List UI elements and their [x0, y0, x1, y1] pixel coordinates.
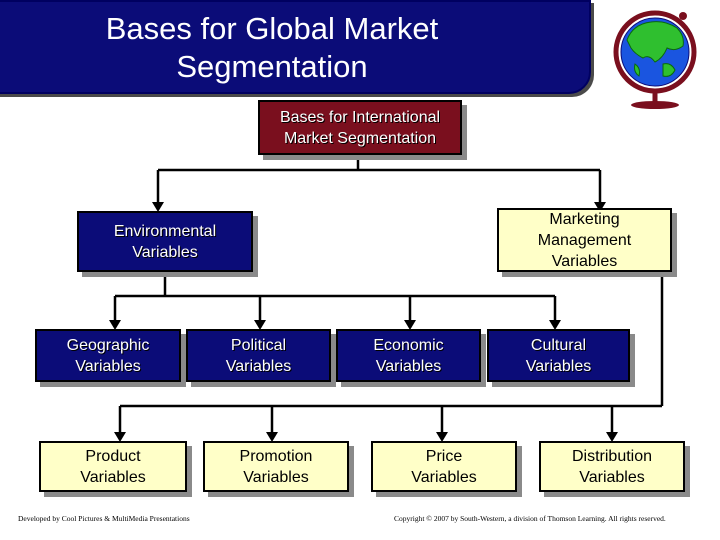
footer-credit: Developed by Cool Pictures & MultiMedia … [18, 514, 190, 523]
distribution-variables-node: Distribution Variables [539, 441, 685, 492]
geographic-variables-node: Geographic Variables [35, 329, 181, 382]
economic-variables-node: Economic Variables [336, 329, 481, 382]
promotion-variables-node: Promotion Variables [203, 441, 349, 492]
footer-copyright: Copyright © 2007 by South-Western, a div… [394, 514, 666, 523]
page-title: Bases for Global Market Segmentation [105, 11, 439, 84]
political-variables-node: Political Variables [186, 329, 331, 382]
environmental-variables-node: Environmental Variables [77, 211, 253, 272]
product-variables-node: Product Variables [39, 441, 187, 492]
marketing-management-variables-node: Marketing Management Variables [497, 208, 672, 272]
title-banner: Bases for Global Market Segmentation [0, 0, 591, 94]
cultural-variables-node: Cultural Variables [487, 329, 630, 382]
price-variables-node: Price Variables [371, 441, 517, 492]
root-node: Bases for International Market Segmentat… [258, 100, 462, 155]
globe-icon [613, 10, 697, 109]
